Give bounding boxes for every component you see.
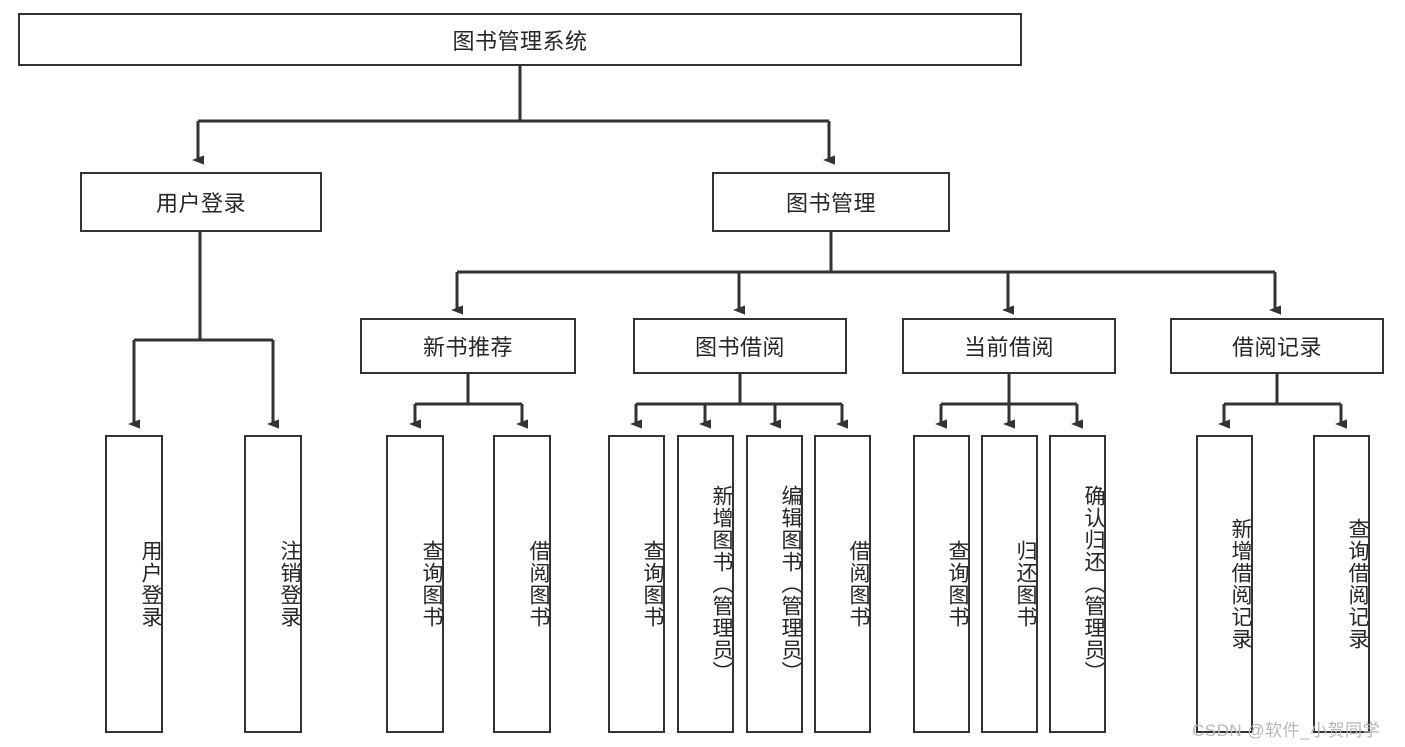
leaf-query-book-current[interactable]: 查询图书: [913, 435, 970, 733]
csdn-watermark: CSDN @软件_小贺同学: [1192, 721, 1381, 740]
leaf-user-logout[interactable]: 注销登录: [244, 435, 302, 733]
node-user-login[interactable]: 用户登录: [80, 172, 322, 232]
leaf-user-login[interactable]: 用户登录: [105, 435, 163, 733]
leaf-confirm-return-admin[interactable]: 确认归还（管理员）: [1049, 435, 1106, 733]
leaf-borrow-book-borrow[interactable]: 借阅图书: [814, 435, 871, 733]
leaf-edit-book-admin[interactable]: 编辑图书（管理员）: [746, 435, 803, 733]
node-book-management[interactable]: 图书管理: [712, 172, 950, 232]
leaf-return-book[interactable]: 归还图书: [981, 435, 1038, 733]
leaf-add-borrow-record[interactable]: 新增借阅记录: [1196, 435, 1253, 733]
node-book-borrow[interactable]: 图书借阅: [633, 318, 847, 374]
node-current-borrow[interactable]: 当前借阅: [902, 318, 1116, 374]
leaf-query-book-recommend[interactable]: 查询图书: [386, 435, 444, 733]
leaf-add-book-admin[interactable]: 新增图书（管理员）: [677, 435, 734, 733]
node-root-book-management-system[interactable]: 图书管理系统: [18, 13, 1022, 66]
leaf-query-book-borrow[interactable]: 查询图书: [608, 435, 665, 733]
leaf-borrow-book-recommend[interactable]: 借阅图书: [493, 435, 551, 733]
node-new-book-recommend[interactable]: 新书推荐: [360, 318, 576, 374]
node-borrow-record[interactable]: 借阅记录: [1170, 318, 1384, 374]
leaf-query-borrow-record[interactable]: 查询借阅记录: [1313, 435, 1370, 733]
